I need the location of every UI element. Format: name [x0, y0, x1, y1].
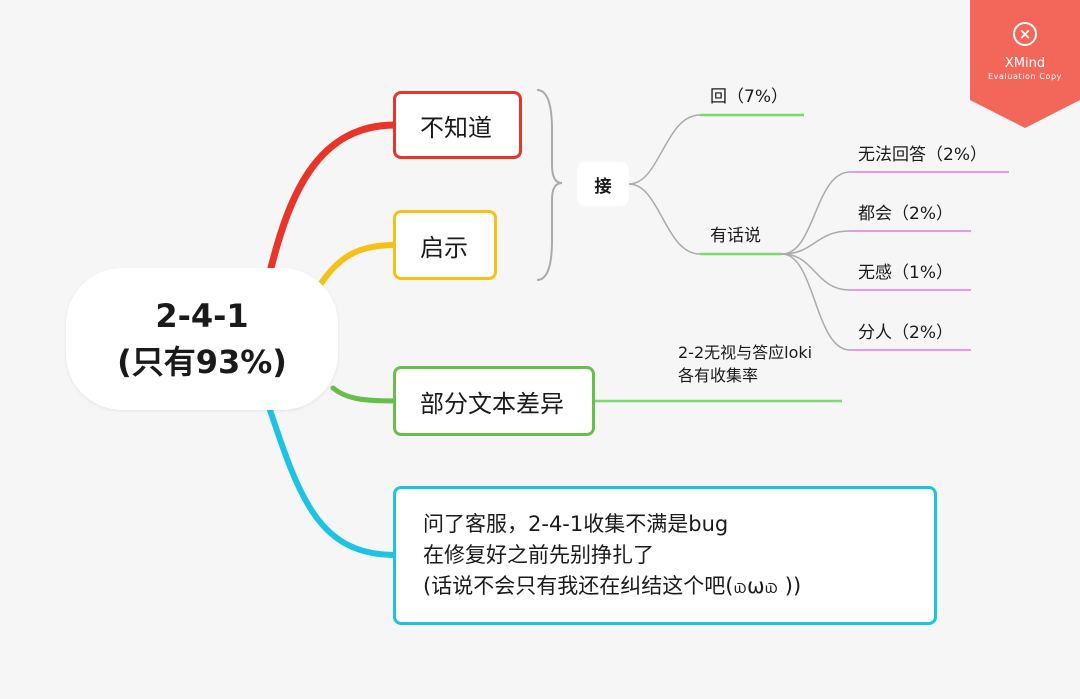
connector-yellow	[317, 242, 398, 288]
root-title: 2-4-1	[155, 297, 249, 335]
bu-fen-note-line-1: 2-2无视与答应loki	[678, 343, 813, 362]
root-subtitle: (只有93%)	[117, 343, 287, 381]
topic-label: 不知道	[420, 113, 492, 142]
connector-red	[266, 121, 399, 276]
badge-name: XMind	[1004, 56, 1046, 71]
badge-subtitle: Evaluation Copy	[987, 72, 1063, 81]
option-dou-hui[interactable]: 都会（2%）	[858, 204, 953, 224]
note-line-2: 在修复好之前先别挣扎了	[423, 543, 654, 567]
subtopic-hui[interactable]: 回（7%）	[710, 87, 788, 107]
topic-label: 启示	[420, 233, 468, 262]
connector-opt-3	[781, 253, 851, 291]
topic-label: 部分文本差异	[420, 389, 564, 418]
subtopic-you-hua-shuo[interactable]: 有话说	[710, 226, 761, 246]
connector-jie-youhuashuo	[628, 183, 701, 255]
topic-bu-zhi-dao[interactable]: 不知道	[393, 91, 522, 159]
connector-opt-1	[781, 171, 851, 255]
summary-bracket	[536, 89, 563, 281]
connector-opt-2	[781, 230, 851, 255]
summary-label: 接	[594, 176, 612, 197]
summary-topic-jie[interactable]: 接	[577, 162, 629, 206]
connector-opt-4	[781, 253, 851, 351]
subtopic-bu-fen-note[interactable]: 2-2无视与答应loki 各有收集率	[678, 341, 812, 387]
connector-jie-hui	[628, 114, 701, 185]
option-wu-gan[interactable]: 无感（1%）	[858, 263, 953, 283]
option-fen-ren[interactable]: 分人（2%）	[858, 323, 953, 343]
root-topic[interactable]: 2-4-1 (只有93%)	[66, 268, 338, 410]
connector-green	[330, 385, 398, 404]
option-wu-fa-hui-da[interactable]: 无法回答（2%）	[858, 145, 987, 165]
topic-note[interactable]: 问了客服，2-4-1收集不满是bug 在修复好之前先别挣扎了 (话说不会只有我还…	[393, 486, 937, 625]
xmind-evaluation-badge: × XMind Evaluation Copy	[970, 0, 1080, 128]
bu-fen-note-line-2: 各有收集率	[678, 366, 759, 385]
connector-cyan	[267, 407, 398, 558]
topic-qi-shi[interactable]: 启示	[393, 210, 497, 280]
xmind-logo-icon: ×	[1013, 22, 1037, 46]
note-line-1: 问了客服，2-4-1收集不满是bug	[423, 512, 729, 536]
topic-bu-fen-wen-ben[interactable]: 部分文本差异	[393, 366, 595, 436]
note-line-3: (话说不会只有我还在纠结这个吧(௰ω௰ ))	[423, 574, 802, 598]
